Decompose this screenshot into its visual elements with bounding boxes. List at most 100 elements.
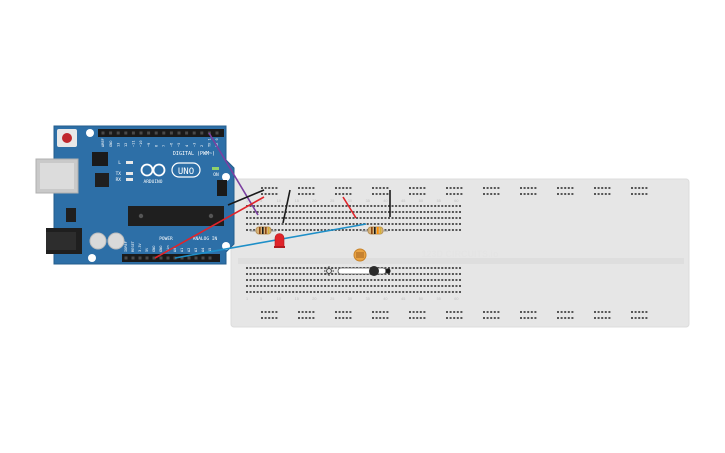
breadboard-hole[interactable] bbox=[434, 229, 437, 231]
breadboard-hole[interactable] bbox=[299, 267, 302, 269]
breadboard-hole[interactable] bbox=[448, 273, 451, 275]
breadboard-hole[interactable] bbox=[274, 285, 277, 287]
rail-hole[interactable] bbox=[449, 311, 452, 313]
rail-hole[interactable] bbox=[601, 187, 604, 189]
breadboard-hole[interactable] bbox=[437, 229, 440, 231]
rail-hole[interactable] bbox=[268, 311, 271, 313]
rail-hole[interactable] bbox=[601, 311, 604, 313]
breadboard-hole[interactable] bbox=[363, 291, 366, 293]
breadboard-hole[interactable] bbox=[380, 291, 383, 293]
breadboard-hole[interactable] bbox=[277, 205, 280, 207]
breadboard-hole[interactable] bbox=[370, 205, 373, 207]
rail-hole[interactable] bbox=[594, 193, 596, 195]
breadboard-hole[interactable] bbox=[277, 285, 280, 287]
breadboard-hole[interactable] bbox=[256, 217, 259, 219]
breadboard-hole[interactable] bbox=[281, 229, 284, 231]
rail-hole[interactable] bbox=[298, 317, 300, 319]
breadboard-hole[interactable] bbox=[423, 291, 426, 293]
rail-hole[interactable] bbox=[379, 317, 382, 319]
breadboard-hole[interactable] bbox=[434, 211, 437, 213]
rail-hole[interactable] bbox=[523, 311, 526, 313]
breadboard-hole[interactable] bbox=[324, 273, 327, 275]
breadboard-hole[interactable] bbox=[309, 267, 312, 269]
breadboard-hole[interactable] bbox=[348, 223, 351, 225]
digital-pin[interactable] bbox=[116, 131, 120, 135]
breadboard-hole[interactable] bbox=[434, 285, 437, 287]
slider-thumb[interactable] bbox=[369, 266, 379, 276]
breadboard-hole[interactable] bbox=[306, 211, 309, 213]
red-led[interactable] bbox=[274, 233, 285, 249]
breadboard-hole[interactable] bbox=[324, 279, 327, 281]
rail-hole[interactable] bbox=[597, 317, 600, 319]
breadboard-hole[interactable] bbox=[292, 205, 295, 207]
breadboard-hole[interactable] bbox=[285, 279, 288, 281]
rail-hole[interactable] bbox=[645, 317, 648, 319]
rail-hole[interactable] bbox=[497, 193, 500, 195]
breadboard-hole[interactable] bbox=[363, 217, 366, 219]
breadboard-hole[interactable] bbox=[295, 217, 298, 219]
breadboard-hole[interactable] bbox=[263, 285, 266, 287]
breadboard-hole[interactable] bbox=[423, 285, 426, 287]
breadboard-hole[interactable] bbox=[277, 273, 280, 275]
breadboard-hole[interactable] bbox=[274, 223, 277, 225]
breadboard-hole[interactable] bbox=[281, 223, 284, 225]
breadboard-hole[interactable] bbox=[373, 211, 376, 213]
breadboard-hole[interactable] bbox=[281, 279, 284, 281]
breadboard-hole[interactable] bbox=[295, 229, 298, 231]
breadboard-hole[interactable] bbox=[249, 291, 252, 293]
rail-hole[interactable] bbox=[460, 193, 463, 195]
breadboard-hole[interactable] bbox=[402, 291, 405, 293]
breadboard-hole[interactable] bbox=[306, 279, 309, 281]
breadboard-hole[interactable] bbox=[380, 217, 383, 219]
rail-hole[interactable] bbox=[419, 311, 422, 313]
breadboard-hole[interactable] bbox=[309, 229, 312, 231]
breadboard-hole[interactable] bbox=[320, 205, 323, 207]
breadboard-hole[interactable] bbox=[331, 205, 334, 207]
breadboard-hole[interactable] bbox=[253, 223, 256, 225]
breadboard-hole[interactable] bbox=[416, 205, 419, 207]
power-analog-pin-header[interactable] bbox=[122, 254, 220, 262]
breadboard-hole[interactable] bbox=[341, 223, 344, 225]
rail-hole[interactable] bbox=[446, 187, 448, 189]
light-level-slider[interactable] bbox=[324, 266, 391, 276]
rail-hole[interactable] bbox=[386, 317, 389, 319]
breadboard-hole[interactable] bbox=[395, 211, 398, 213]
breadboard-hole[interactable] bbox=[260, 279, 263, 281]
rail-hole[interactable] bbox=[275, 193, 278, 195]
breadboard-hole[interactable] bbox=[263, 273, 266, 275]
breadboard-hole[interactable] bbox=[430, 279, 433, 281]
rail-hole[interactable] bbox=[560, 187, 563, 189]
breadboard-hole[interactable] bbox=[430, 229, 433, 231]
rail-hole[interactable] bbox=[486, 311, 489, 313]
breadboard-hole[interactable] bbox=[459, 217, 461, 219]
breadboard-hole[interactable] bbox=[398, 229, 401, 231]
breadboard-hole[interactable] bbox=[419, 291, 422, 293]
rail-hole[interactable] bbox=[338, 193, 341, 195]
breadboard-hole[interactable] bbox=[388, 267, 390, 269]
breadboard-hole[interactable] bbox=[437, 205, 440, 207]
breadboard-hole[interactable] bbox=[395, 217, 398, 219]
breadboard-hole[interactable] bbox=[292, 217, 295, 219]
rail-hole[interactable] bbox=[523, 317, 526, 319]
breadboard-hole[interactable] bbox=[338, 291, 341, 293]
breadboard-hole[interactable] bbox=[359, 223, 362, 225]
red-wire[interactable] bbox=[154, 196, 265, 259]
rail-hole[interactable] bbox=[342, 311, 345, 313]
breadboard-hole[interactable] bbox=[402, 223, 405, 225]
breadboard-hole[interactable] bbox=[285, 267, 288, 269]
breadboard-hole[interactable] bbox=[409, 223, 412, 225]
breadboard-hole[interactable] bbox=[370, 279, 373, 281]
breadboard-hole[interactable] bbox=[320, 229, 323, 231]
rail-hole[interactable] bbox=[312, 317, 315, 319]
breadboard-hole[interactable] bbox=[459, 291, 461, 293]
breadboard-hole[interactable] bbox=[366, 291, 369, 293]
breadboard-hole[interactable] bbox=[253, 279, 256, 281]
breadboard-hole[interactable] bbox=[409, 229, 412, 231]
rail-hole[interactable] bbox=[604, 187, 607, 189]
rail-hole[interactable] bbox=[271, 187, 274, 189]
breadboard-hole[interactable] bbox=[419, 267, 422, 269]
breadboard-hole[interactable] bbox=[313, 279, 316, 281]
breadboard-hole[interactable] bbox=[434, 217, 437, 219]
breadboard-hole[interactable] bbox=[309, 285, 312, 287]
